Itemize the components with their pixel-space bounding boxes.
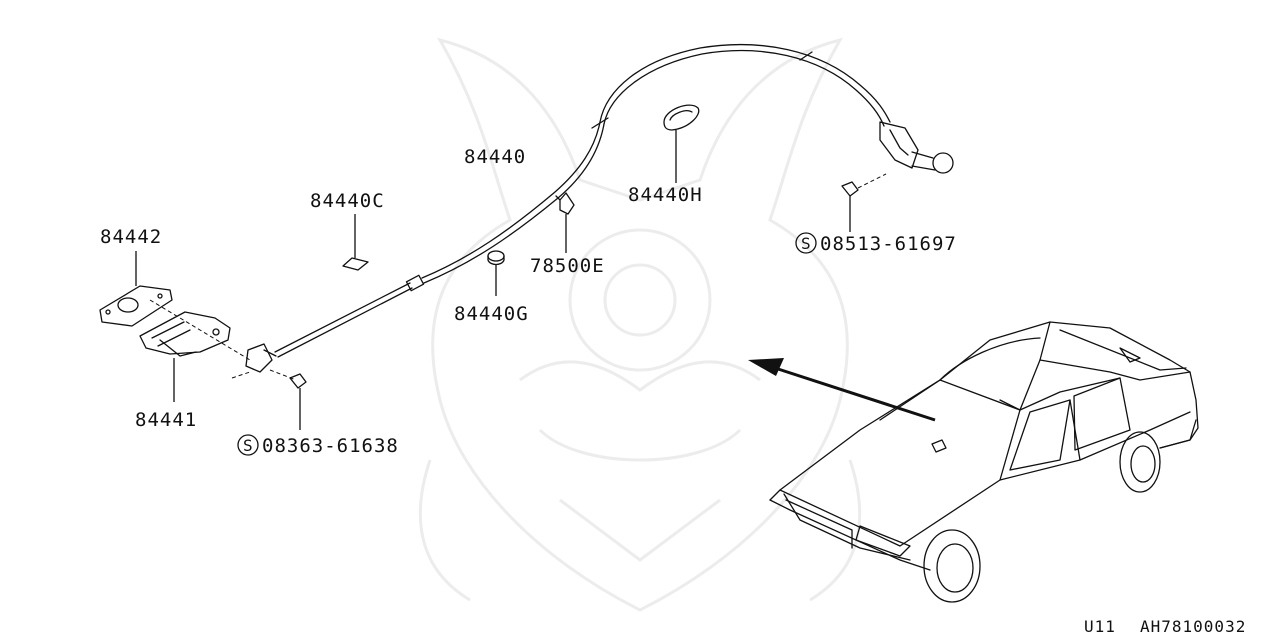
screw-upper <box>841 173 887 232</box>
direction-arrow <box>748 358 936 422</box>
watermark-mask <box>418 37 862 612</box>
footer-diagram-id: AH78100032 <box>1140 617 1246 636</box>
cap-84440g <box>487 250 505 296</box>
screw-marker-upper-letter: S <box>801 234 812 253</box>
clip-78500e <box>555 192 575 253</box>
label-84441: 84441 <box>135 409 197 431</box>
grommet-84440h <box>663 104 700 183</box>
screw-marker-upper <box>795 232 817 254</box>
label-84440: 84440 <box>464 146 526 168</box>
label-08513-61697: 08513-61697 <box>820 233 957 255</box>
clip-84440c <box>342 214 369 271</box>
footer-model-code: U11 <box>1084 617 1116 636</box>
screw-marker-lower <box>237 434 259 456</box>
hood-release-cable <box>274 43 891 358</box>
release-handle <box>879 121 954 174</box>
label-84442: 84442 <box>100 226 162 248</box>
label-84440g: 84440G <box>454 303 529 325</box>
label-08363-61638: 08363-61638 <box>262 435 399 457</box>
screw-marker-lower-letter: S <box>243 436 254 455</box>
label-84440h: 84440H <box>628 184 703 206</box>
hood-lock-assembly <box>99 251 307 430</box>
label-84440c: 84440C <box>310 190 385 212</box>
label-78500e: 78500E <box>530 255 605 277</box>
car-illustration <box>769 321 1199 603</box>
